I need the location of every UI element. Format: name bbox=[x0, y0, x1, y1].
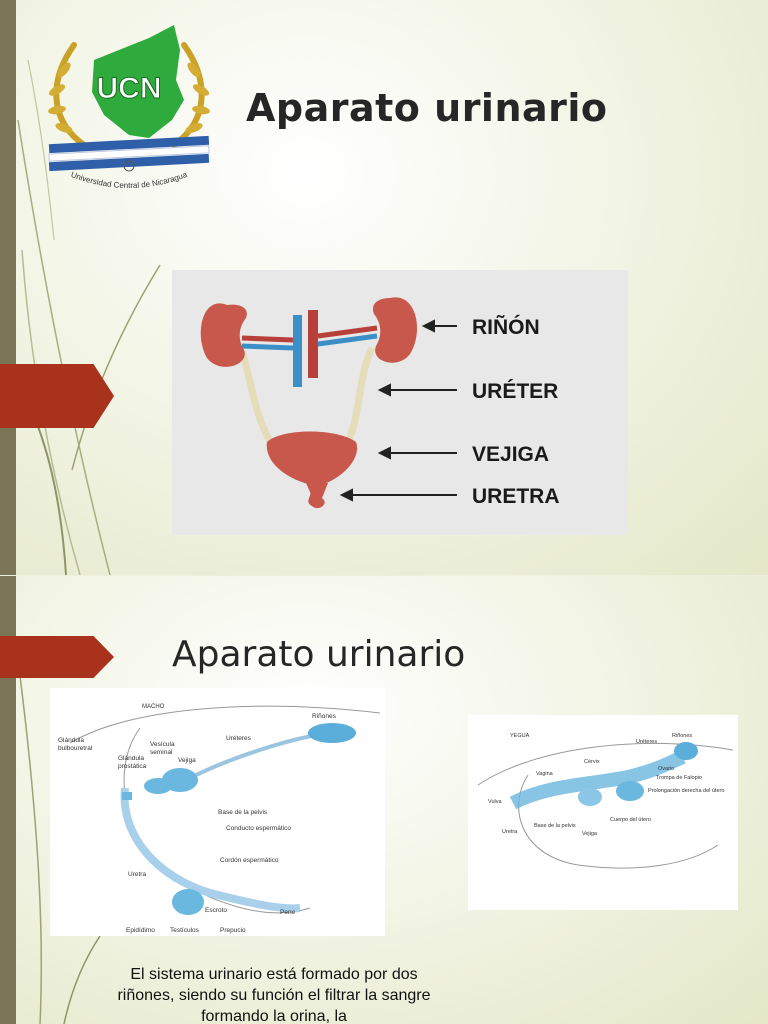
label-prolongacion: Prolongación derecha del útero bbox=[648, 788, 724, 794]
svg-text:Universidad Central de Nicarag: Universidad Central de Nicaragua bbox=[70, 170, 189, 190]
label-uretra: URETRA bbox=[472, 485, 560, 508]
left-ureter bbox=[238, 350, 276, 447]
label-cuerpo-utero: Cuerpo del útero bbox=[610, 817, 651, 823]
label-pene: Pene bbox=[280, 909, 296, 916]
label-ovario: Ovario bbox=[658, 766, 674, 772]
right-kidney bbox=[372, 297, 418, 363]
ucn-logo: UCN Universidad Central de Nicaragua bbox=[44, 20, 214, 200]
label-uretra: Uretra bbox=[502, 829, 518, 835]
male-heading: MACHO bbox=[142, 704, 165, 710]
slide-2: Aparato urinario MACHO Riñones Glándula … bbox=[0, 576, 768, 1024]
vena-cava bbox=[293, 315, 302, 387]
label-ureteres: Uréteres bbox=[636, 739, 657, 745]
label-rinones: Riñones bbox=[672, 733, 692, 739]
label-ureter: URÉTER bbox=[472, 380, 558, 403]
label-rinon: RIÑÓN bbox=[472, 315, 540, 339]
label-epididimo: Epidídimo bbox=[126, 927, 155, 934]
label-uretra: Uretra bbox=[128, 871, 146, 878]
label-base-pelvis: Base de la pelvis bbox=[534, 823, 576, 829]
logo-brand-text: UCN bbox=[97, 72, 162, 105]
label-vesicula: Vesícula bbox=[150, 741, 175, 748]
urinary-system-diagram: RIÑÓN URÉTER VEJIGA URETRA bbox=[172, 270, 628, 535]
label-rinones: Riñones bbox=[312, 713, 337, 720]
label-cordon: Cordón espermático bbox=[220, 857, 279, 864]
label-seminal: seminal bbox=[150, 749, 173, 756]
label-trompa: Trompa de Falopio bbox=[656, 775, 702, 781]
label-cervix: Cérvix bbox=[584, 759, 600, 765]
label-vejiga: Vejiga bbox=[178, 757, 196, 764]
left-accent-bar bbox=[0, 576, 16, 1024]
bladder bbox=[266, 431, 358, 486]
right-ureter bbox=[343, 346, 376, 447]
label-vulva: Vulva bbox=[488, 799, 502, 805]
label-conducto: Conducto espermático bbox=[226, 825, 291, 832]
male-urogenital-figure: MACHO Riñones Glándula bulbouretral Vesí… bbox=[50, 688, 385, 936]
slide-tag-arrow bbox=[0, 636, 114, 678]
female-urogenital-figure: YEGUA Uréteres Riñones Cérvix Ovario Vag… bbox=[468, 715, 738, 910]
left-accent-bar bbox=[0, 0, 16, 575]
slide-tag-arrow bbox=[0, 364, 114, 428]
slide-2-title: Aparato urinario bbox=[172, 634, 466, 675]
urethra bbox=[306, 483, 328, 509]
label-testiculos: Testículos bbox=[170, 927, 200, 934]
slide-1-title: Aparato urinario bbox=[246, 86, 608, 130]
label-base-pelvis: Base de la pelvis bbox=[218, 809, 268, 816]
label-prostatica: prostática bbox=[118, 763, 147, 770]
label-vagina: Vagina bbox=[536, 771, 554, 777]
aorta bbox=[308, 310, 318, 378]
label-prepucio: Prepucio bbox=[220, 927, 246, 934]
label-ureteres: Uréteres bbox=[226, 735, 252, 742]
label-bulbouretral: bulbouretral bbox=[58, 745, 93, 752]
logo-university-text: Universidad Central de Nicaragua bbox=[70, 170, 189, 190]
label-vejiga: Vejiga bbox=[582, 831, 598, 837]
label-escroto: Escroto bbox=[205, 907, 227, 914]
description-text: El sistema urinario está formado por dos… bbox=[117, 966, 431, 1024]
female-heading: YEGUA bbox=[510, 733, 530, 739]
slide-1: UCN Universidad Central de Nicaragua Apa… bbox=[0, 0, 768, 575]
label-glandula2: Glándula bbox=[118, 755, 144, 762]
left-kidney bbox=[200, 303, 247, 367]
label-glandula: Glándula bbox=[58, 737, 84, 744]
label-vejiga: VEJIGA bbox=[472, 443, 549, 466]
